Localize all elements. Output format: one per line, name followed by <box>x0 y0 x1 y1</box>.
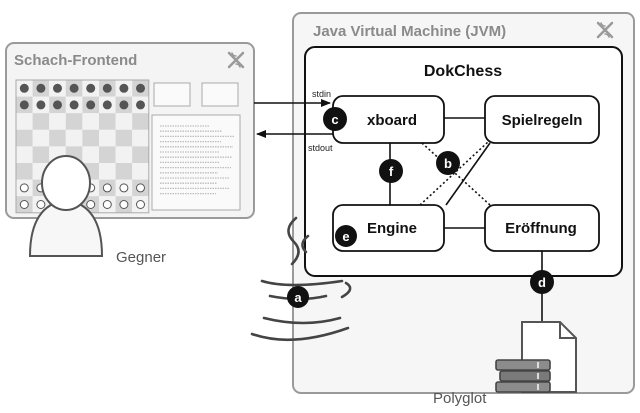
stdout-label: stdout <box>308 143 333 153</box>
chess-piece[interactable] <box>36 200 46 209</box>
chess-piece[interactable] <box>69 83 79 93</box>
close-icon[interactable] <box>227 51 245 69</box>
board-square[interactable] <box>16 146 33 163</box>
info-box-right <box>201 82 239 107</box>
chess-piece[interactable] <box>119 83 129 93</box>
module-spielregeln-label: Spielregeln <box>502 112 583 129</box>
board-square[interactable] <box>115 163 133 180</box>
person-icon <box>28 155 104 257</box>
board-square[interactable] <box>32 129 50 147</box>
board-square[interactable] <box>49 113 66 130</box>
books-icon <box>495 359 551 393</box>
board-square[interactable] <box>99 113 116 130</box>
module-xboard-label: xboard <box>367 112 417 129</box>
chess-piece[interactable] <box>53 83 62 93</box>
board-square[interactable] <box>65 129 83 147</box>
chess-piece[interactable] <box>102 200 112 209</box>
board-square[interactable] <box>132 113 149 130</box>
board-square[interactable] <box>115 129 133 147</box>
module-xboard[interactable]: xboard <box>332 95 445 144</box>
module-engine-label: Engine <box>367 220 417 237</box>
chess-piece[interactable] <box>86 83 96 93</box>
board-square[interactable] <box>99 163 116 180</box>
marker-c: c <box>323 107 347 131</box>
chess-piece[interactable] <box>69 100 79 110</box>
board-square[interactable] <box>16 113 33 130</box>
jvm-title: Java Virtual Machine (JVM) <box>313 23 506 40</box>
marker-f: f <box>379 159 403 183</box>
board-square[interactable] <box>132 146 149 163</box>
stdin-arrow: stdin <box>254 89 331 107</box>
chess-piece[interactable] <box>19 183 29 193</box>
module-eroeffnung-label: Eröffnung <box>505 220 577 237</box>
chess-piece[interactable] <box>19 83 29 93</box>
svg-text:e: e <box>342 229 349 244</box>
board-square[interactable] <box>65 113 83 130</box>
svg-text:c: c <box>331 112 338 127</box>
polyglot-label: Polyglot <box>433 390 487 407</box>
chess-piece[interactable] <box>36 83 46 93</box>
module-eroeffnung[interactable]: Eröffnung <box>484 204 600 252</box>
chess-piece[interactable] <box>19 100 29 110</box>
board-square[interactable] <box>82 129 99 147</box>
move-log-lines <box>160 125 234 195</box>
board-square[interactable] <box>115 113 133 130</box>
module-engine[interactable]: Engine <box>332 204 445 252</box>
board-square[interactable] <box>16 163 33 180</box>
board-square[interactable] <box>132 129 149 147</box>
chess-piece[interactable] <box>102 183 112 193</box>
stdin-label: stdin <box>312 89 331 99</box>
chess-piece[interactable] <box>102 100 112 110</box>
chess-piece[interactable] <box>119 100 129 110</box>
chess-piece[interactable] <box>19 200 29 209</box>
svg-text:d: d <box>538 275 546 290</box>
board-square[interactable] <box>16 129 33 147</box>
board-square[interactable] <box>99 129 116 147</box>
board-square[interactable] <box>82 146 99 163</box>
svg-text:a: a <box>294 290 302 305</box>
chess-piece[interactable] <box>136 83 145 93</box>
module-connections <box>389 117 491 229</box>
chess-piece[interactable] <box>119 200 129 209</box>
chess-piece[interactable] <box>119 183 129 193</box>
chess-piece[interactable] <box>36 100 46 110</box>
board-square[interactable] <box>132 163 149 180</box>
marker-b: b <box>436 151 460 175</box>
board-square[interactable] <box>82 113 99 130</box>
chess-piece[interactable] <box>136 183 145 193</box>
frontend-title: Schach-Frontend <box>14 52 137 69</box>
stdout-arrow: stdout <box>256 130 333 153</box>
chess-piece[interactable] <box>53 100 62 110</box>
board-square[interactable] <box>99 146 116 163</box>
gegner-label: Gegner <box>116 249 166 266</box>
board-square[interactable] <box>32 113 50 130</box>
chess-piece[interactable] <box>136 100 145 110</box>
chess-piece[interactable] <box>136 200 145 209</box>
info-box-left <box>153 82 191 107</box>
module-spielregeln[interactable]: Spielregeln <box>484 95 600 144</box>
chess-piece[interactable] <box>86 200 96 209</box>
dokchess-title: DokChess <box>424 63 502 80</box>
board-square[interactable] <box>49 129 66 147</box>
svg-text:f: f <box>389 164 394 179</box>
marker-a: a <box>287 286 309 308</box>
chessboard[interactable] <box>15 79 150 214</box>
close-icon[interactable] <box>596 21 614 39</box>
chess-piece[interactable] <box>102 83 112 93</box>
marker-d: d <box>530 270 554 294</box>
board-square[interactable] <box>32 146 50 163</box>
board-square[interactable] <box>115 146 133 163</box>
svg-text:b: b <box>444 156 452 171</box>
marker-e: e <box>335 225 357 247</box>
chess-piece[interactable] <box>86 100 96 110</box>
